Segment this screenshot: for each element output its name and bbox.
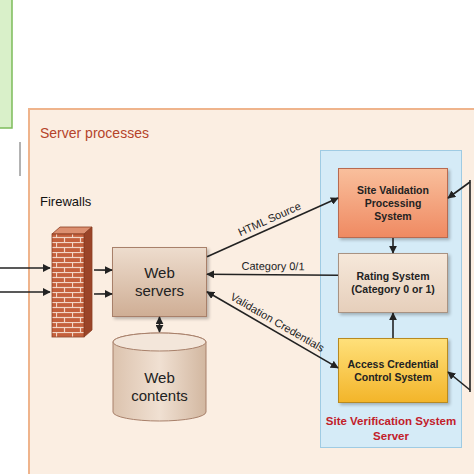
- connector-arrow: [94, 269, 112, 271]
- side-line: [20, 142, 21, 176]
- connector-arrow: [94, 293, 112, 295]
- server-panel: Site Verification System ServerSite Vali…: [320, 150, 462, 448]
- node-text: Web contents: [112, 356, 207, 418]
- node-text: Web servers: [125, 264, 195, 300]
- server-panel: Server processesFirewallsWeb serversWeb …: [28, 108, 474, 474]
- node-text: Rating System (Category 0 or 1): [339, 270, 447, 296]
- firewall: Firewalls: [40, 192, 94, 342]
- node-text: Site Verification System Server: [315, 414, 467, 444]
- process-box: Rating System (Category 0 or 1): [338, 253, 448, 313]
- process-box: Site Validation Processing System: [338, 168, 448, 238]
- node-text: Server processes: [40, 125, 149, 141]
- brick-wall: [40, 192, 94, 342]
- connector-arrow: [159, 317, 161, 332]
- node-text: Access Credential Control System: [339, 358, 447, 384]
- edge-label: Category 0/1: [241, 260, 304, 272]
- side-box: [0, 0, 12, 128]
- connector-arrow: [207, 292, 338, 368]
- node-text: Firewalls: [40, 194, 91, 209]
- connector-arrow: [207, 198, 338, 257]
- process-box: Web servers: [112, 247, 207, 317]
- process-box: Access Credential Control System: [338, 338, 448, 403]
- database-cylinder: Web contents: [112, 332, 207, 422]
- connector-arrow: [207, 273, 338, 276]
- connector-arrow: [392, 238, 394, 253]
- connector-arrow: [392, 313, 394, 338]
- node-text: Site Validation Processing System: [339, 184, 447, 223]
